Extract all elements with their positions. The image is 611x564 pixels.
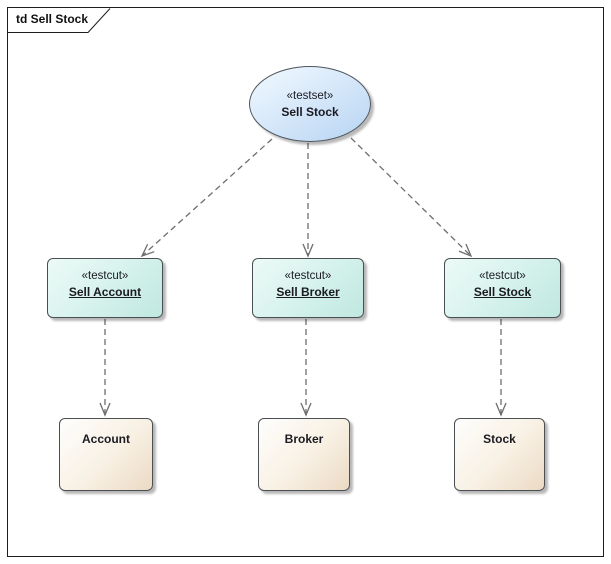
testset-name: Sell Stock xyxy=(281,104,339,119)
object-node-stock[interactable]: Stock xyxy=(454,418,545,491)
object-name: Broker xyxy=(284,432,324,446)
testcut-node-sell-stock[interactable]: «testcut» Sell Stock xyxy=(444,258,561,318)
testcut-node-sell-account[interactable]: «testcut» Sell Account xyxy=(47,258,163,318)
testcut-name: Sell Stock xyxy=(473,285,532,299)
object-node-broker[interactable]: Broker xyxy=(258,418,350,491)
testset-stereotype: «testset» xyxy=(286,89,334,102)
connector-testset-to-sell-account[interactable] xyxy=(142,138,273,256)
testcut-name: Sell Account xyxy=(68,285,142,299)
frame-tab-outline xyxy=(8,8,111,33)
diagram-title: td Sell Stock xyxy=(16,12,89,26)
object-name: Account xyxy=(82,432,130,446)
testcut-stereotype: «testcut» xyxy=(479,270,526,282)
testcut-node-sell-broker[interactable]: «testcut» Sell Broker xyxy=(252,258,364,318)
object-name: Stock xyxy=(483,432,516,446)
connector-testset-to-sell-stock[interactable] xyxy=(350,137,471,256)
testset-node-sell-stock[interactable]: «testset» Sell Stock xyxy=(249,66,371,142)
object-node-account[interactable]: Account xyxy=(59,418,153,491)
testcut-stereotype: «testcut» xyxy=(284,270,332,282)
frame-tab: td Sell Stock xyxy=(8,8,112,33)
testcut-name: Sell Broker xyxy=(276,285,340,299)
testcut-stereotype: «testcut» xyxy=(81,270,129,282)
